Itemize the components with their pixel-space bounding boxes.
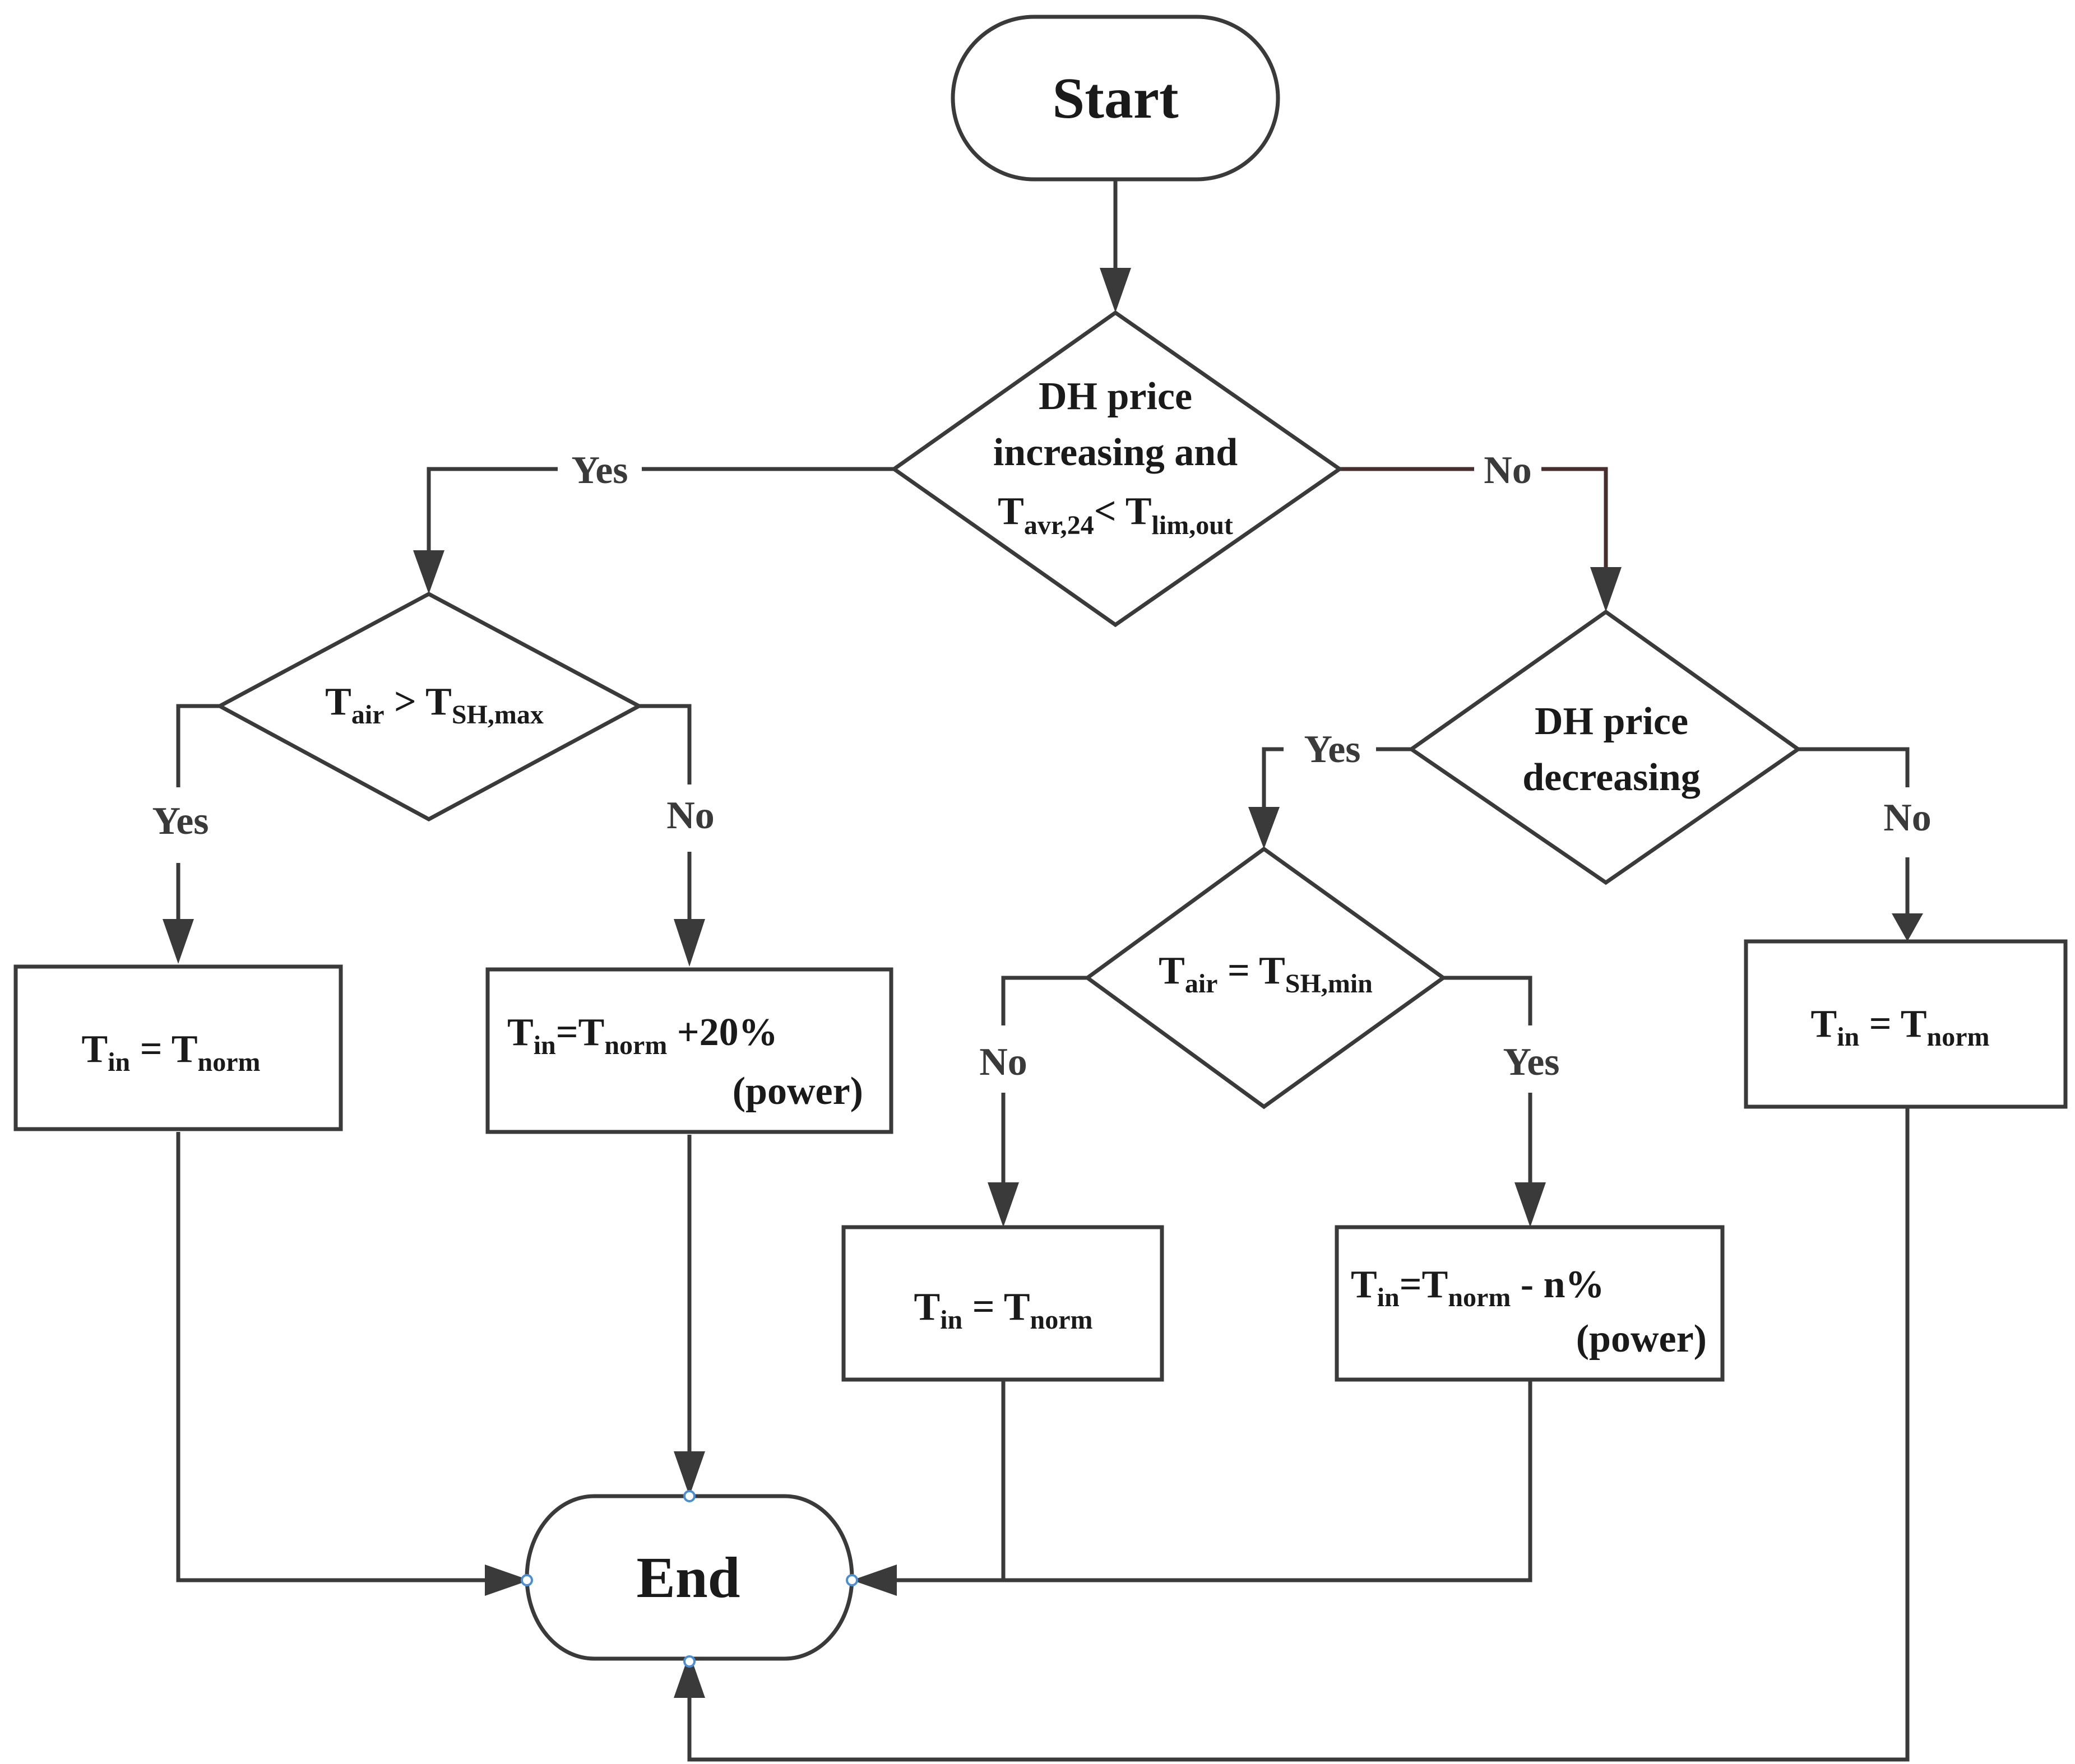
decision-tair-eq-shmin bbox=[1084, 846, 1447, 1110]
edge-d1-yes bbox=[427, 467, 894, 560]
edge-d2-no bbox=[639, 704, 692, 784]
arrow-d4 bbox=[1248, 807, 1280, 849]
edge-box4-end bbox=[894, 1381, 1532, 1582]
d4-condition: Tair = TSH,min bbox=[1159, 949, 1373, 999]
process-box-4 bbox=[1335, 1225, 1725, 1382]
decision-price-decreasing bbox=[1407, 609, 1802, 885]
box1-text: Tin = Tnorm bbox=[81, 1028, 260, 1077]
box3-text: Tin = Tnorm bbox=[914, 1285, 1092, 1335]
edge-box1-end bbox=[176, 1132, 493, 1582]
label-d3-yes: Yes bbox=[1304, 728, 1360, 771]
d1-line2: increasing and bbox=[993, 431, 1238, 474]
arrow-box4 bbox=[1514, 1182, 1546, 1227]
edge-d3-no bbox=[1798, 747, 1910, 787]
arrow-d3 bbox=[1590, 567, 1622, 612]
arrow-box3 bbox=[988, 1182, 1019, 1227]
box5-text: Tin = Tnorm bbox=[1810, 1002, 1989, 1052]
arrow-box5 bbox=[1892, 913, 1923, 941]
arrow-end-bottom bbox=[674, 1653, 705, 1698]
port-bottom bbox=[683, 1655, 696, 1668]
edge-d3-yes-b bbox=[1262, 747, 1284, 824]
d3-line1: DH price bbox=[1535, 700, 1688, 743]
label-d2-no: No bbox=[666, 794, 715, 837]
box4-line2: (power) bbox=[1576, 1317, 1707, 1361]
d1-line3: Tavr,24< Tlim,out bbox=[998, 490, 1233, 540]
label-d4-no: No bbox=[979, 1041, 1027, 1084]
start-terminal bbox=[951, 15, 1280, 182]
edge-d2-yes bbox=[176, 704, 220, 787]
edge-box5-end bbox=[687, 1107, 1910, 1762]
process-box-3 bbox=[841, 1225, 1164, 1382]
arrow-box1 bbox=[163, 919, 194, 964]
edge-d4-yes bbox=[1443, 976, 1532, 1025]
label-d1-no: No bbox=[1484, 449, 1532, 492]
label-d3-no: No bbox=[1883, 796, 1932, 839]
arrow-end-top bbox=[674, 1451, 705, 1496]
arrow-end-right bbox=[852, 1565, 897, 1596]
start-label: Start bbox=[1052, 66, 1179, 131]
end-label: End bbox=[636, 1545, 740, 1610]
box2-line2: (power) bbox=[733, 1070, 863, 1113]
d1-line1: DH price bbox=[1039, 375, 1192, 418]
port-top bbox=[683, 1490, 696, 1502]
label-d1-yes: Yes bbox=[571, 449, 628, 492]
arrow-box2 bbox=[674, 919, 705, 967]
port-right bbox=[846, 1574, 858, 1586]
process-box-2 bbox=[485, 967, 893, 1134]
label-d2-yes: Yes bbox=[152, 800, 209, 843]
label-d4-yes: Yes bbox=[1503, 1041, 1559, 1084]
box2-line1: Tin=Tnorm +20% bbox=[507, 1011, 778, 1060]
process-box-1 bbox=[13, 964, 343, 1131]
end-connection-ports bbox=[521, 1490, 858, 1668]
d3-line2: decreasing bbox=[1522, 756, 1701, 799]
edge-d4-no bbox=[1001, 976, 1087, 1025]
decision-tair-gt-shmax bbox=[215, 592, 643, 821]
arrow-d1 bbox=[1100, 268, 1131, 313]
edge-label-backgrounds bbox=[140, 443, 1942, 1090]
connectors bbox=[176, 179, 1910, 1762]
arrow-d2 bbox=[413, 550, 444, 594]
box4-line1: Tin=Tnorm - n% bbox=[1351, 1263, 1605, 1312]
edge-d1-no bbox=[1340, 467, 1608, 574]
arrow-end-left bbox=[485, 1565, 530, 1596]
decision-price-increasing bbox=[890, 310, 1344, 628]
d2-condition: Tair > TSH,max bbox=[325, 680, 544, 730]
arrowheads bbox=[163, 268, 1923, 1698]
port-left bbox=[521, 1574, 533, 1586]
process-box-5 bbox=[1744, 939, 2068, 1109]
